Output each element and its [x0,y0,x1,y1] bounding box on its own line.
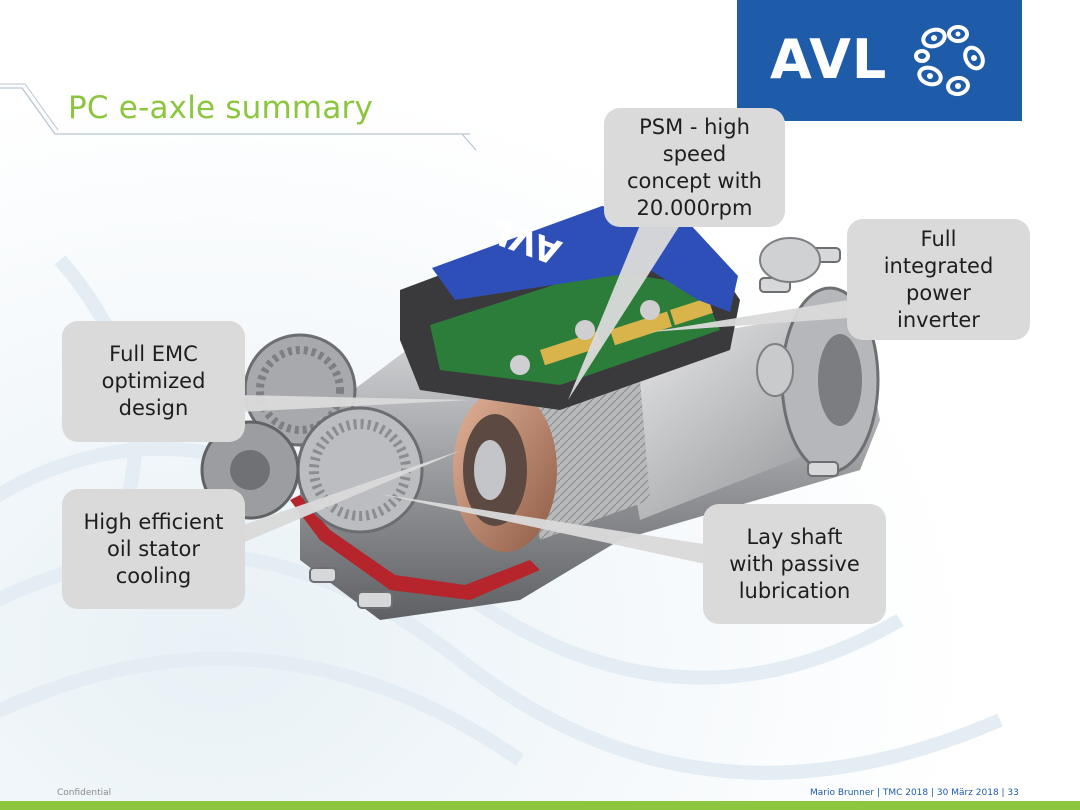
avl-logo-mark-icon [914,25,985,97]
callout-layshaft-line-3: lubrication [738,578,851,603]
callout-psm-line-3: concept with [627,168,762,193]
callout-inverter: Full integrated power inverter [847,219,1030,340]
footer-confidential: Confidential [57,788,112,798]
callout-layshaft: Lay shaft with passive lubrication [703,504,886,624]
callout-psm-line-2: speed [662,141,727,166]
callout-layshaft-line-1: Lay shaft [746,524,843,549]
callout-emc-line-1: Full EMC [109,342,198,366]
callout-emc-line-3: design [118,396,189,420]
callout-inverter-line-2: integrated [883,253,994,278]
callout-psm-line-4: 20.000rpm [636,195,753,220]
callout-emc: Full EMC optimized design [62,321,245,442]
callout-cooling-line-2: oil stator [107,536,200,561]
callout-psm: PSM - high speed concept with 20.000rpm [604,108,785,227]
avl-logo-text: AVL [770,28,888,91]
footer-accent-bar [0,801,1080,810]
callout-cooling: High efficient oil stator cooling [62,489,245,609]
callout-inverter-line-1: Full [920,226,957,251]
title-decoration [0,83,477,151]
slide-title: PC e-axle summary [68,90,374,126]
callout-cooling-line-1: High efficient [83,509,224,534]
callout-cooling-line-3: cooling [115,563,192,588]
footer-author-event: Mario Brunner | TMC 2018 | 30 März 2018 … [810,788,1019,798]
callout-inverter-line-3: power [906,280,971,305]
callout-inverter-line-4: inverter [897,307,980,332]
callout-psm-line-1: PSM - high [639,114,750,139]
callout-emc-line-2: optimized [101,369,206,393]
callout-layshaft-line-2: with passive [729,551,860,576]
